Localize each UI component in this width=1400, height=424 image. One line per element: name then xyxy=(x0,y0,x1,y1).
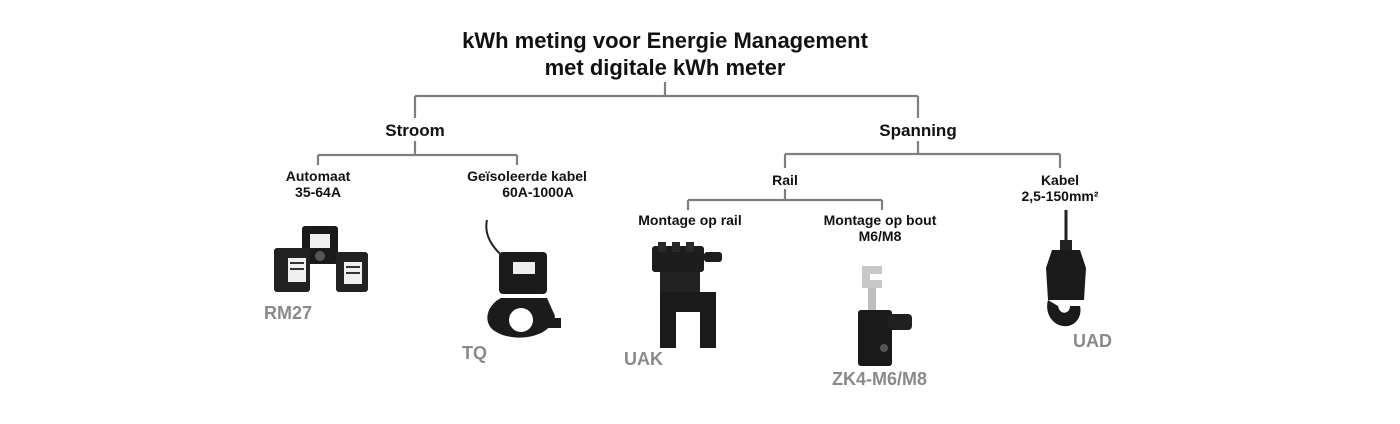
product-image-zk4 xyxy=(858,266,912,366)
diagram-title-line1: kWh meting voor Energie Management xyxy=(462,28,868,53)
node-kabel-line1: Kabel xyxy=(1040,172,1080,188)
diagram-title-line2: met digitale kWh meter xyxy=(544,55,786,80)
node-montage-rail: Montage op rail xyxy=(638,212,742,228)
node-rail: Rail xyxy=(772,172,798,188)
node-geisoleerde-kabel-line2: 60A-1000A xyxy=(502,184,574,201)
node-spanning: Spanning xyxy=(879,121,957,140)
node-montage-bout-line1: Montage op bout xyxy=(823,212,937,228)
node-automaat: Automaat 35-64A xyxy=(258,168,378,200)
product-image-rm27 xyxy=(274,226,368,292)
node-automaat-line1: Automaat xyxy=(285,168,351,184)
product-label-uad: UAD xyxy=(1073,331,1112,351)
node-kabel-line2: 2,5-150mm² xyxy=(1021,188,1099,205)
node-geisoleerde-kabel: Geïsoleerde kabel 60A-1000A xyxy=(437,168,617,200)
product-image-tq xyxy=(485,219,561,338)
product-image-uad xyxy=(1046,210,1086,327)
node-automaat-line2: 35-64A xyxy=(295,184,341,201)
node-montage-bout-line2: M6/M8 xyxy=(858,228,902,245)
node-montage-bout: Montage op bout M6/M8 xyxy=(800,212,960,244)
node-kabel: Kabel 2,5-150mm² xyxy=(990,172,1130,204)
product-label-rm27: RM27 xyxy=(264,303,313,323)
node-stroom: Stroom xyxy=(385,121,445,140)
diagram-title: kWh meting voor Energie Management met d… xyxy=(365,27,965,81)
product-label-uak: UAK xyxy=(624,349,663,369)
product-label-tq: TQ xyxy=(462,343,487,363)
product-label-zk4: ZK4-M6/M8 xyxy=(832,369,928,389)
product-image-uak xyxy=(652,242,722,348)
node-geisoleerde-kabel-line1: Geïsoleerde kabel xyxy=(467,168,587,184)
